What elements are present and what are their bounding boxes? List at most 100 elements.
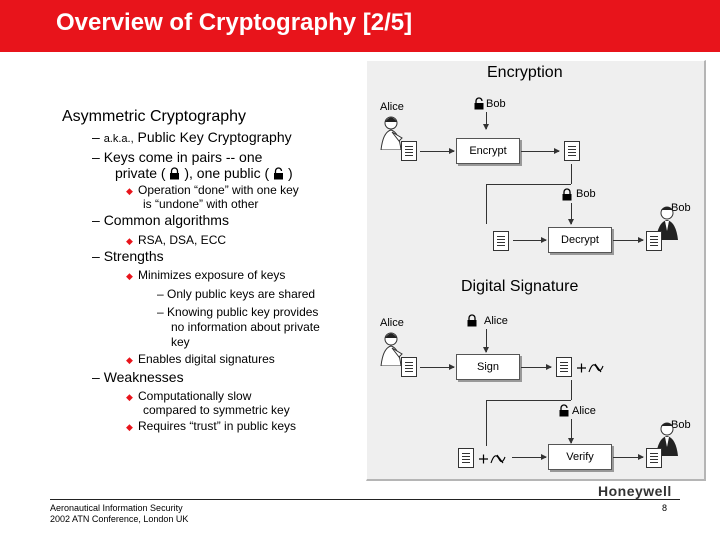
verify-box: Verify: [548, 444, 612, 470]
aka-text: Public Key Cryptography: [138, 129, 292, 145]
sig-alice-key-label-top: Alice: [484, 315, 508, 327]
dash-marker: –: [92, 369, 104, 385]
signature-heading: Digital Signature: [461, 278, 578, 296]
aka-line: – a.k.a., Public Key Cryptography: [92, 129, 292, 145]
s1b-text-3: key: [171, 335, 190, 349]
w1-line: ◆Computationally slow: [126, 389, 251, 404]
s1a-text: Only public keys are shared: [167, 287, 315, 301]
arrow-down: [571, 419, 572, 443]
s1-line: ◆Minimizes exposure of keys: [126, 268, 285, 283]
sig-alice-key-label-mid: Alice: [572, 405, 596, 417]
page-number: 8: [662, 503, 667, 513]
aka-prefix: a.k.a.,: [104, 133, 134, 145]
common-text: Common algorithms: [104, 212, 229, 228]
keys-text-2b: ), one public (: [184, 165, 269, 181]
arrow-right: [521, 151, 559, 152]
arrow-right: [513, 240, 546, 241]
arrow-down: [486, 329, 487, 352]
connector-line: [571, 164, 572, 184]
decrypted-doc-icon: [646, 231, 662, 251]
dash-marker: –: [92, 248, 104, 264]
s2-line: ◆Enables digital signatures: [126, 352, 275, 367]
s1a-line: – Only public keys are shared: [157, 287, 315, 301]
strengths-text: Strengths: [104, 248, 164, 264]
op-text-1: Operation “done” with one key: [138, 183, 299, 197]
weaknesses-text: Weaknesses: [104, 369, 184, 385]
keys-line-1: – Keys come in pairs -- one: [92, 149, 262, 165]
s2-text: Enables digital signatures: [138, 352, 275, 366]
arrow-right: [521, 367, 551, 368]
message-doc-icon: [401, 357, 417, 377]
asymmetric-heading: Asymmetric Cryptography: [62, 108, 246, 126]
arrow-right: [512, 457, 546, 458]
ciphertext-doc-icon: [564, 141, 580, 161]
keys-line-2: private ( ), one public ( ): [115, 165, 293, 181]
s1b-text-1: Knowing public key provides: [167, 305, 318, 319]
title-bar: Overview of Cryptography [2/5]: [0, 0, 720, 52]
dash-marker: –: [92, 212, 104, 228]
w2-line: ◆Requires “trust” in public keys: [126, 419, 296, 434]
connector-line: [486, 184, 487, 224]
dash-marker: –: [92, 149, 104, 165]
s1-text: Minimizes exposure of keys: [138, 268, 285, 282]
verified-doc-icon: [646, 448, 662, 468]
verify-label: Verify: [566, 451, 594, 463]
arrow-right: [613, 240, 643, 241]
alice-private-key-icon: [467, 314, 477, 327]
plus-signature-icon: [477, 451, 509, 467]
connector-line: [571, 380, 572, 400]
encrypt-box: Encrypt: [456, 138, 520, 164]
honeywell-logo: Honeywell: [598, 483, 672, 499]
encrypt-label: Encrypt: [469, 145, 506, 157]
sign-box: Sign: [456, 354, 520, 380]
enc-bob-key-label-mid: Bob: [576, 188, 596, 200]
footer-line-1: Aeronautical Information Security: [50, 503, 188, 514]
dash-marker: –: [92, 129, 104, 145]
diamond-bullet-icon: ◆: [126, 184, 138, 198]
lock-open-icon: [273, 167, 284, 180]
w2-text: Requires “trust” in public keys: [138, 419, 296, 433]
lock-closed-icon: [169, 167, 180, 180]
w1-text-1: Computationally slow: [138, 389, 251, 403]
diamond-bullet-icon: ◆: [126, 420, 138, 434]
signed-doc-icon: [556, 357, 572, 377]
arrow-right: [420, 367, 454, 368]
sig-alice-label: Alice: [380, 317, 404, 329]
arrow-down: [571, 203, 572, 224]
s1b-line: – Knowing public key provides: [157, 305, 318, 319]
decrypt-box: Decrypt: [548, 227, 612, 253]
encryption-heading: Encryption: [487, 64, 563, 82]
dash-marker: –: [157, 305, 167, 319]
arrow-right: [613, 457, 643, 458]
algos-line: ◆RSA, DSA, ECC: [126, 233, 226, 248]
algos-text: RSA, DSA, ECC: [138, 233, 226, 247]
footer-text: Aeronautical Information Security 2002 A…: [50, 503, 188, 525]
diamond-bullet-icon: ◆: [126, 390, 138, 404]
keys-text-2c: ): [288, 165, 293, 181]
signed-doc-icon: [458, 448, 474, 468]
diamond-bullet-icon: ◆: [126, 269, 138, 283]
diamond-bullet-icon: ◆: [126, 234, 138, 248]
sign-label: Sign: [477, 361, 499, 373]
diamond-bullet-icon: ◆: [126, 353, 138, 367]
arrow-right: [420, 151, 454, 152]
bob-public-key-icon: [474, 97, 484, 110]
keys-text-1: Keys come in pairs -- one: [104, 149, 263, 165]
dash-marker: –: [157, 287, 167, 301]
ciphertext-doc-icon: [493, 231, 509, 251]
keys-text-2a: private (: [115, 165, 166, 181]
strengths-line: – Strengths: [92, 248, 164, 264]
arrow-down: [486, 112, 487, 129]
weaknesses-line: – Weaknesses: [92, 369, 184, 385]
connector-line: [486, 400, 571, 401]
footer-line-2: 2002 ATN Conference, London UK: [50, 514, 188, 525]
slide-title: Overview of Cryptography [2/5]: [56, 9, 412, 37]
common-line: – Common algorithms: [92, 212, 229, 228]
op-text-2: is “undone” with other: [143, 197, 258, 211]
alice-public-key-icon: [559, 404, 569, 417]
w1-text-2: compared to symmetric key: [143, 403, 290, 417]
enc-alice-label: Alice: [380, 101, 404, 113]
footer-divider: [50, 499, 680, 500]
s1b-text-2: no information about private: [171, 320, 320, 334]
decrypt-label: Decrypt: [561, 234, 599, 246]
